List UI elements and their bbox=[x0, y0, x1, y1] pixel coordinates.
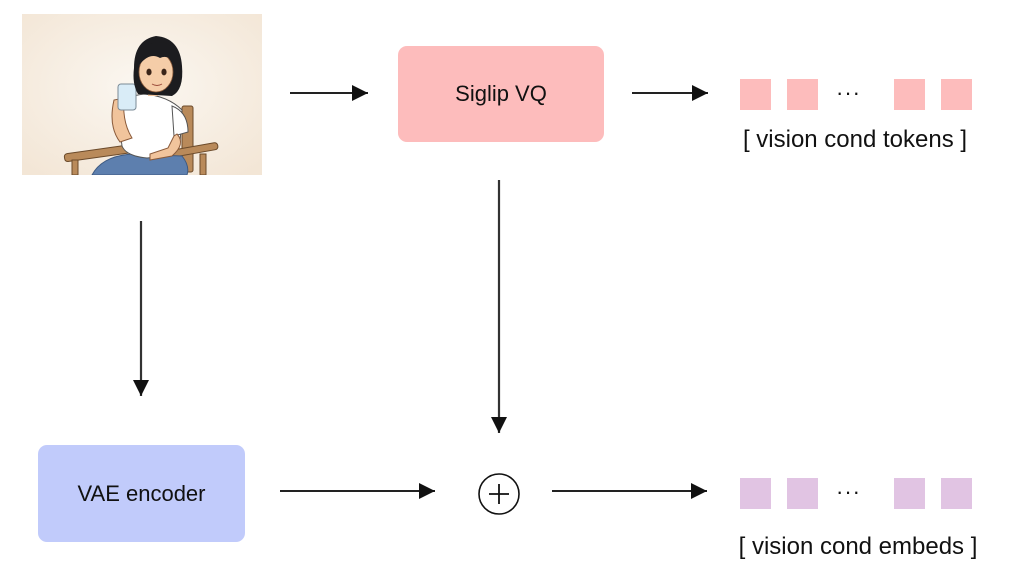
token-square bbox=[941, 79, 972, 110]
embed-square bbox=[894, 478, 925, 509]
vision-cond-tokens-caption: [ vision cond tokens ] bbox=[742, 126, 968, 153]
ellipsis: ··· bbox=[836, 80, 861, 105]
siglip-vq-label: Siglip VQ bbox=[455, 81, 547, 106]
token-square bbox=[740, 79, 771, 110]
input-image bbox=[22, 14, 262, 175]
glass bbox=[117, 83, 137, 111]
siglip-vq-node: Siglip VQ bbox=[398, 46, 604, 142]
ellipsis: ··· bbox=[836, 479, 861, 504]
token-square bbox=[894, 79, 925, 110]
embed-square bbox=[941, 478, 972, 509]
token-square bbox=[787, 79, 818, 110]
embed-square bbox=[740, 478, 771, 509]
embed-square bbox=[787, 478, 818, 509]
vision-cond-embeds-caption: [ vision cond embeds ] bbox=[738, 533, 978, 560]
vae-encoder-node: VAE encoder bbox=[38, 445, 245, 542]
vae-encoder-label: VAE encoder bbox=[77, 480, 206, 506]
sum-node bbox=[478, 473, 520, 515]
